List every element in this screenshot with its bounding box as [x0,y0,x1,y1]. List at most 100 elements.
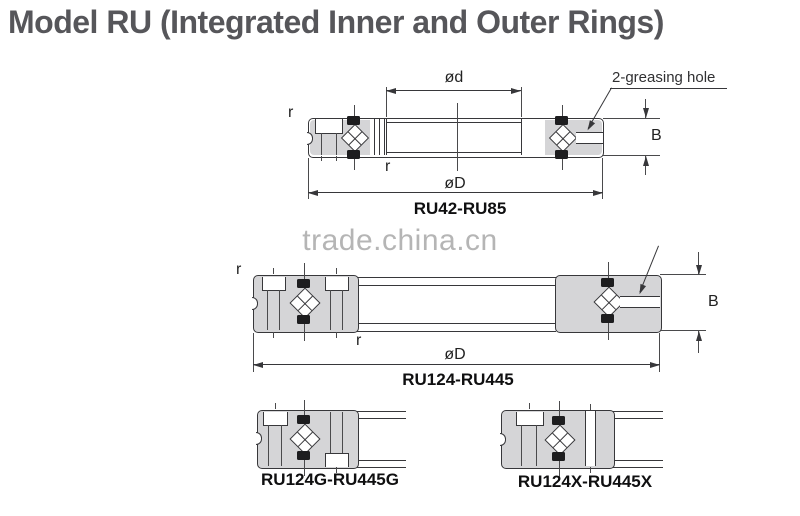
dim-arrow-icon [511,87,521,94]
ext-line [308,158,309,199]
watermark: trade.china.cn [302,224,498,257]
model-label-ru124x-ru445x: RU124X-RU445X [517,472,653,491]
dim-arrow-icon [642,108,649,118]
hole-centerline-stub [272,268,274,274]
bore-surface-line [387,151,521,153]
dim-line [698,331,699,353]
ring-wall [357,459,406,468]
seal-block [347,150,360,159]
ext-line [660,330,706,331]
dim-width-label: B [708,293,719,310]
bore-surface-line [387,122,521,123]
hole-centerline-stub [335,156,337,161]
mounting-hole-line [521,424,522,466]
hole-centerline-stub [272,332,274,338]
seal-block [601,278,614,287]
grease-hole-slot [620,296,660,308]
dim-arrow-icon [593,189,603,196]
model-label-ru42-ru85: RU42-RU85 [413,199,507,218]
seal-block [347,115,360,125]
hole-centerline-stub [335,332,337,338]
hole-centerline-stub [336,467,337,473]
mounting-hole-line [329,289,331,330]
counterbore-hole [325,276,349,291]
seal-block [555,150,568,159]
seal-groove-line [384,119,385,155]
dim-line [386,90,521,92]
seal-groove-line [379,119,380,155]
model-label-ru124g-ru445g: RU124G-RU445G [261,470,399,489]
ext-line [386,87,387,117]
dim-arrow-icon [386,87,396,94]
hole-centerline-stub [335,268,337,274]
ext-line [660,274,706,275]
greasing-label-underline [610,88,727,89]
ext-line [521,87,522,117]
ext-line [603,154,660,156]
hole-centerline-stub [528,403,530,409]
greasing-label: 2-greasing hole [612,69,716,86]
ring-wall [357,276,556,286]
fillet-label-r: r [288,104,294,121]
seal-block [552,416,565,425]
page-title: Model RU (Integrated Inner and Outer Rin… [8,4,664,40]
bore-edge-line [521,119,522,155]
ring-wall [613,410,663,419]
dim-arrow-icon [695,330,702,341]
seal-block [552,451,565,461]
mounting-hole-line [536,424,537,466]
ext-line [253,333,254,372]
ext-line [659,333,660,372]
seal-groove-line [374,119,375,155]
counterbore-hole [263,411,288,426]
seal-block [601,313,614,323]
mounting-hole-line [341,411,343,453]
dim-bore-label: ød [444,69,464,86]
hole-centerline-stub [320,156,322,161]
mounting-hole-line [320,133,322,155]
mounting-hole-line [329,411,331,453]
mounting-hole-line [341,289,343,330]
dim-width-label: B [651,127,662,144]
bore-edge-line [386,119,387,155]
ring-wall [357,410,406,419]
mounting-hole-line [280,424,282,466]
mounting-hole-line [268,424,269,466]
dim-arrow-icon [253,361,263,368]
hole-centerline-stub [274,403,276,409]
fillet-label-r: r [236,261,242,278]
dim-line [253,364,660,365]
fillet-label-r: r [356,332,362,349]
seal-block [297,415,310,424]
ext-line [603,117,660,119]
dim-outer-label: øD [444,175,466,192]
model-label-ru124-ru445: RU124-RU445 [402,370,514,389]
hole-centerline-stub [589,467,591,473]
mounting-hole-line [278,289,280,330]
dim-arrow-icon [695,264,702,275]
dim-arrow-icon [642,155,649,166]
ext-line [602,158,603,199]
dim-line [698,252,699,275]
counterbore-hole [262,276,286,291]
counterbore-hole [315,119,343,134]
ring-wall [357,322,556,332]
seal-block [555,115,568,125]
dim-arrow-icon [650,361,660,368]
seal-block [297,279,310,288]
dim-outer-label: øD [444,346,466,363]
dim-arrow-icon [308,189,318,196]
fillet-label-r: r [385,158,391,175]
dim-line [645,156,646,175]
mounting-hole-line [266,289,268,330]
section-centerline [457,103,458,171]
ring-wall [613,459,663,468]
seal-block [297,450,310,460]
counterbore-hole-bottom [325,452,349,467]
dim-line [308,192,603,193]
spacer-joint-lines [585,411,596,466]
counterbore-hole [516,411,544,426]
mounting-hole-line [335,133,337,155]
grease-hole-slot [576,132,603,144]
